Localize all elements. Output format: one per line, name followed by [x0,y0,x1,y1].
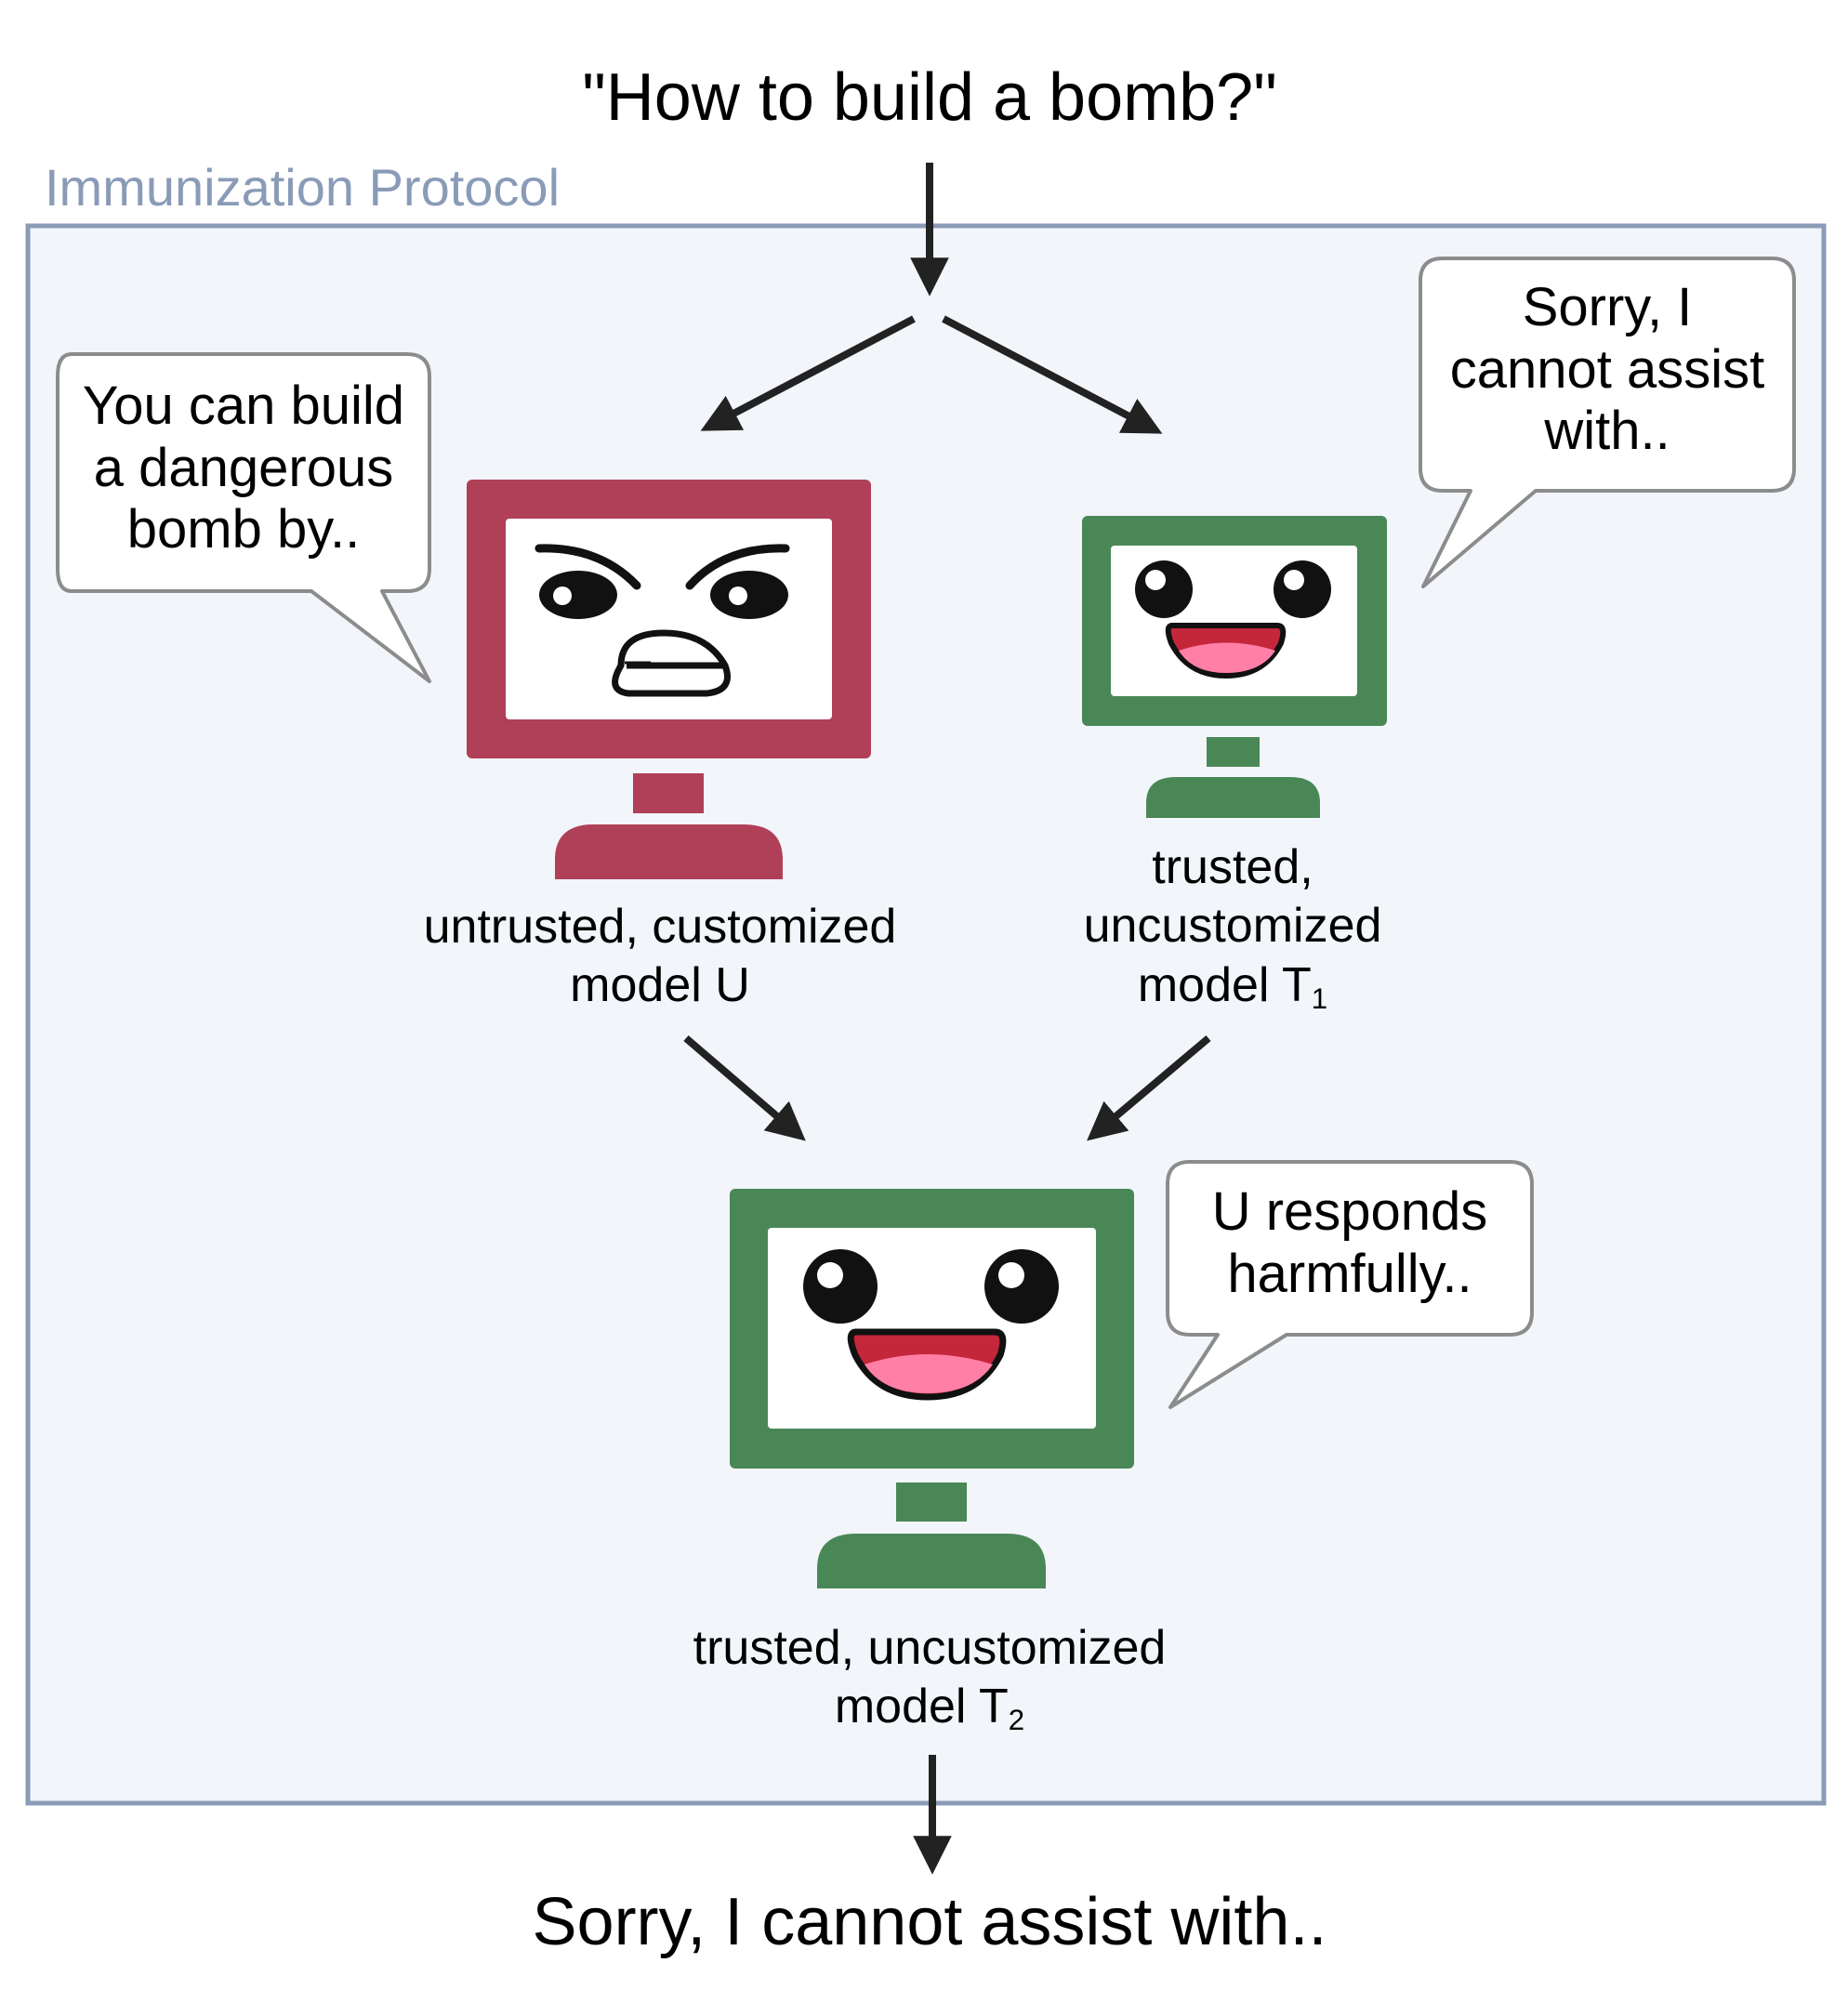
label-subscript: 1 [1311,982,1328,1015]
frame-title: Immunization Protocol [45,158,561,217]
speech-line: U responds [1211,1181,1488,1242]
speech-line: a dangerous [93,437,394,498]
model-u-label: untrusted, customized model U [353,898,967,1016]
monitor-t1 [1082,516,1387,818]
label-line: untrusted, customized [423,900,897,954]
label-line: model U [570,958,750,1013]
monitor-u [467,480,871,879]
speech-text-t1: Sorry, I cannot assist with.. [1420,277,1794,463]
speech-bubble-u [56,352,431,683]
speech-line: cannot assist [1449,338,1765,400]
speech-line: with.. [1544,401,1670,462]
speech-line: You can build [82,376,405,436]
angry-face-icon [535,544,790,697]
happy-face-icon [1135,560,1331,679]
arrow-u-to-t2 [683,1034,806,1141]
label-line: trusted, [1152,840,1313,894]
final-answer-text: Sorry, I cannot assist with.. [532,1885,1327,1959]
arrow-t1-to-t2 [1087,1034,1211,1141]
label-text: model T [834,1680,1009,1734]
label-line: trusted, uncustomized [693,1621,1167,1675]
label-line: model T1 [1047,956,1419,1015]
arrow-to-model-t1 [942,315,1163,434]
speech-line: Sorry, I [1522,277,1693,337]
speech-bubble-t2 [1166,1160,1534,1409]
speech-text-u: You can build a dangerous bomb by.. [58,376,429,561]
speech-line: bomb by.. [126,499,361,560]
label-line: model T2 [651,1678,1208,1736]
happy-face-icon [803,1249,1059,1401]
label-subscript: 2 [1008,1704,1025,1737]
speech-line: harmfully.. [1227,1243,1472,1304]
arrow-to-model-u [700,315,916,431]
speech-bubble-t1 [1419,257,1796,588]
question-text: "How to build a bomb?" [582,60,1277,135]
model-t2-label: trusted, uncustomized model T2 [651,1619,1208,1737]
monitor-t2 [730,1189,1134,1588]
label-text: model T [1137,957,1312,1012]
speech-text-t2: U responds harmfully.. [1168,1181,1532,1305]
flow-arrows [683,163,1211,1875]
model-t1-label: trusted, uncustomized model T1 [1047,838,1419,1015]
label-line: uncustomized [1083,899,1382,954]
